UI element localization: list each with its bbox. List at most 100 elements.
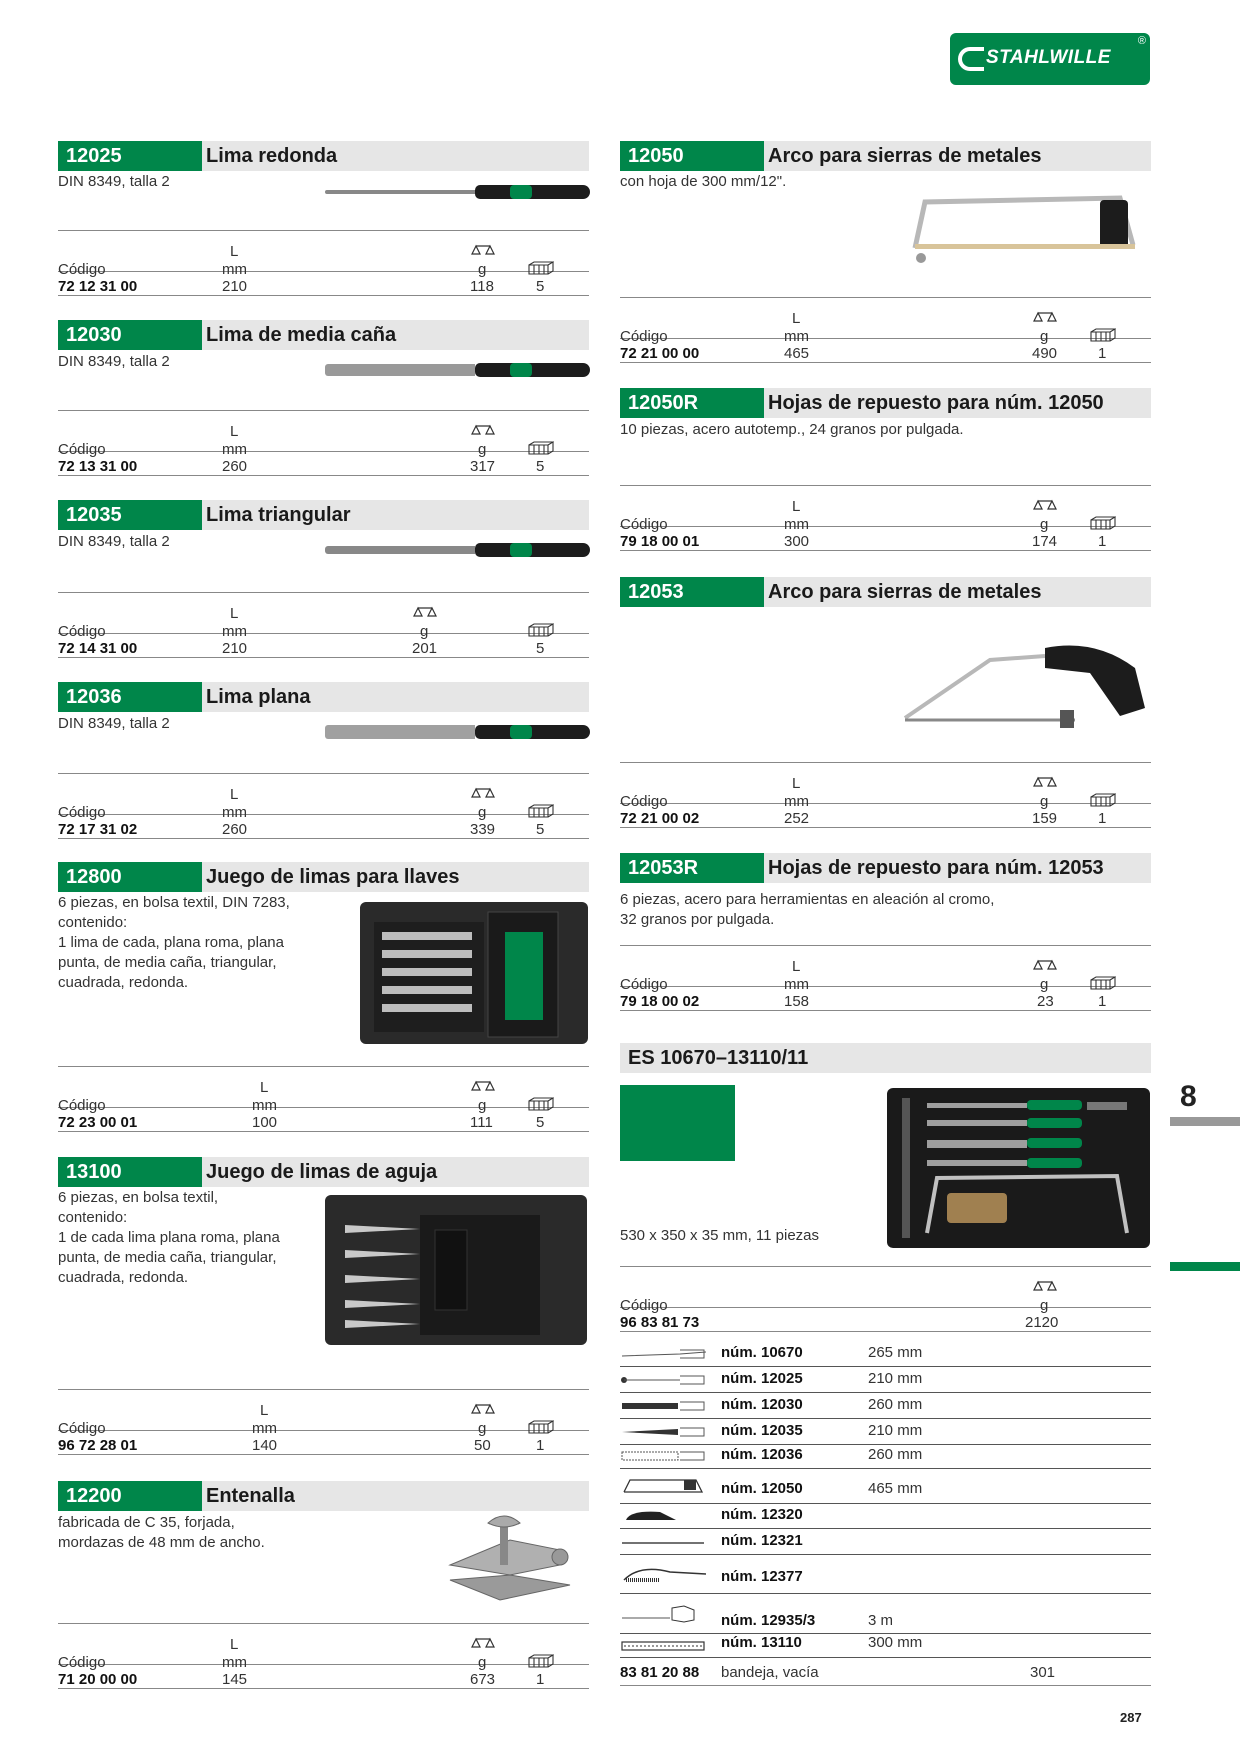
stahlwille-logo: STAHLWILLE ® [950,33,1150,85]
order-code: 96 83 81 73 [620,1314,700,1331]
hacksaw-icon [623,1479,704,1493]
weight-scale-icon [1032,775,1058,792]
package-qty-icon [528,1654,554,1672]
spec-table: L Código mm g 72 14 31 00 210 201 5 [58,592,589,658]
weight-scale-icon [470,1636,496,1653]
product-12036: 12036 Lima plana [58,682,589,712]
product-title: Lima plana [206,686,311,708]
spec-table: L Código mm g 72 21 00 02 252 159 1 [620,762,1151,828]
set-component-row: núm. 12036 260 mm [620,1444,1151,1469]
product-title: Hojas de repuesto para núm. 12050 [768,392,1104,414]
product-12050: 12050 Arco para sierras de metales [620,141,1151,171]
product-12800: 12800 Juego de limas para llaves [58,862,589,892]
product-title: Juego de limas para llaves [206,866,460,888]
order-code: 72 12 31 00 [58,278,138,295]
set-component-row: núm. 12030 260 mm [620,1394,1151,1419]
chapter-tab-grey [1170,1117,1240,1126]
set-color-swatch [620,1085,735,1161]
package-qty-icon [1090,793,1116,811]
product-description: 6 piezas, en bolsa textil, contenido: 1 … [58,1189,280,1286]
set-component-row: núm. 12320 [620,1504,1151,1529]
order-code: 72 21 00 00 [620,345,700,362]
set-component-row: núm. 12377 [620,1556,1151,1594]
product-description: fabricada de C 35, forjada, mordazas de … [58,1514,265,1551]
half-round-file-illustration [325,363,590,377]
set-component-row: núm. 10670 265 mm [620,1342,1151,1367]
spec-table: L Código mm g 72 12 31 00 210 118 5 [58,230,589,296]
product-number: 12025 [58,141,202,171]
weight-scale-icon [470,1079,496,1096]
product-12053R: 12053R Hojas de repuesto para núm. 12053 [620,853,1151,883]
product-title: Lima de media caña [206,324,397,346]
mini-hacksaw-illustration [895,628,1150,728]
wire-brush-icon [623,1568,706,1582]
product-description: DIN 8349, talla 2 [58,715,170,732]
product-number: 12036 [58,682,202,712]
product-12050R: 12050R Hojas de repuesto para núm. 12050 [620,388,1151,418]
product-title: Lima triangular [206,504,351,526]
weight-scale-icon [412,605,438,622]
page-number: 287 [1120,1710,1142,1725]
product-description: con hoja de 300 mm/12". [620,173,787,190]
package-qty-icon [528,261,554,279]
product-number: 13100 [58,1157,202,1187]
product-12025: 12025 Lima redonda [58,141,589,171]
order-code: 96 72 28 01 [58,1437,138,1454]
hand-vise-illustration [440,1505,590,1605]
needle-file-pouch-illustration [325,1195,587,1345]
order-code: 72 14 31 00 [58,640,138,657]
saw-blade-icon [622,1542,704,1544]
product-description: 6 piezas, acero para herramientas en ale… [620,891,995,928]
product-title: Arco para sierras de metales [768,145,1042,167]
product-number: 12053 [620,577,764,607]
package-qty-icon [528,1097,554,1115]
spec-table: L Código mm g 79 18 00 01 300 174 1 [620,485,1151,551]
order-code: 72 23 00 01 [58,1114,138,1131]
spec-table: L Código mm g 72 23 00 01 100 111 5 [58,1066,589,1132]
round-file-icon [621,1375,705,1385]
order-code: 83 81 20 88 [620,1664,700,1681]
product-description: DIN 8349, talla 2 [58,353,170,370]
order-code: 72 13 31 00 [58,458,138,475]
product-12030: 12030 Lima de media caña [58,320,589,350]
key-file-pouch-illustration [360,902,588,1044]
product-title: Arco para sierras de metales [768,581,1042,603]
flat-file-illustration [325,725,590,739]
product-12200: 12200 Entenalla [58,1481,589,1511]
weight-scale-icon [470,243,496,260]
product-13100: 13100 Juego de limas de aguja [58,1157,589,1187]
mini-hacksaw-icon [626,1511,676,1520]
weight-scale-icon [470,786,496,803]
order-code: 72 21 00 02 [620,810,700,827]
order-code: 79 18 00 02 [620,993,700,1010]
order-code: 72 17 31 02 [58,821,138,838]
set-component-row: núm. 12035 210 mm [620,1420,1151,1445]
triangular-file-icon [622,1427,705,1437]
product-12035: 12035 Lima triangular [58,500,589,530]
chapter-number: 8 [1180,1080,1197,1113]
product-description: DIN 8349, talla 2 [58,533,170,550]
flat-file-icon [621,1451,705,1461]
product-description: 10 piezas, acero autotemp., 24 granos po… [620,421,964,438]
measuring-tape-icon [622,1605,695,1623]
spec-table: L Código mm g 72 21 00 00 465 490 1 [620,297,1151,363]
set-spec-table: Código g 96 83 81 73 2120 [620,1266,1151,1332]
set-es-10670: ES 10670–13110/11 [620,1043,1151,1073]
half-round-file-icon [622,1401,705,1411]
spec-table: L Código mm g 96 72 28 01 140 50 1 [58,1389,589,1455]
product-description: 6 piezas, en bolsa textil, DIN 7283, con… [58,894,290,991]
product-title: Lima redonda [206,145,338,167]
tool-tray-illustration [887,1088,1150,1248]
product-number: 12800 [58,862,202,892]
hacksaw-illustration [895,190,1150,270]
chapter-tab-green [1170,1262,1240,1271]
weight-scale-icon [470,423,496,440]
product-title: Entenalla [206,1485,295,1507]
set-component-row: núm. 12025 210 mm [620,1368,1151,1393]
product-number: 12200 [58,1481,202,1511]
set-description: 530 x 350 x 35 mm, 11 piezas [620,1227,819,1244]
package-qty-icon [1090,516,1116,534]
order-code: 79 18 00 01 [620,533,700,550]
product-number: 12030 [58,320,202,350]
set-title: ES 10670–13110/11 [628,1047,809,1069]
